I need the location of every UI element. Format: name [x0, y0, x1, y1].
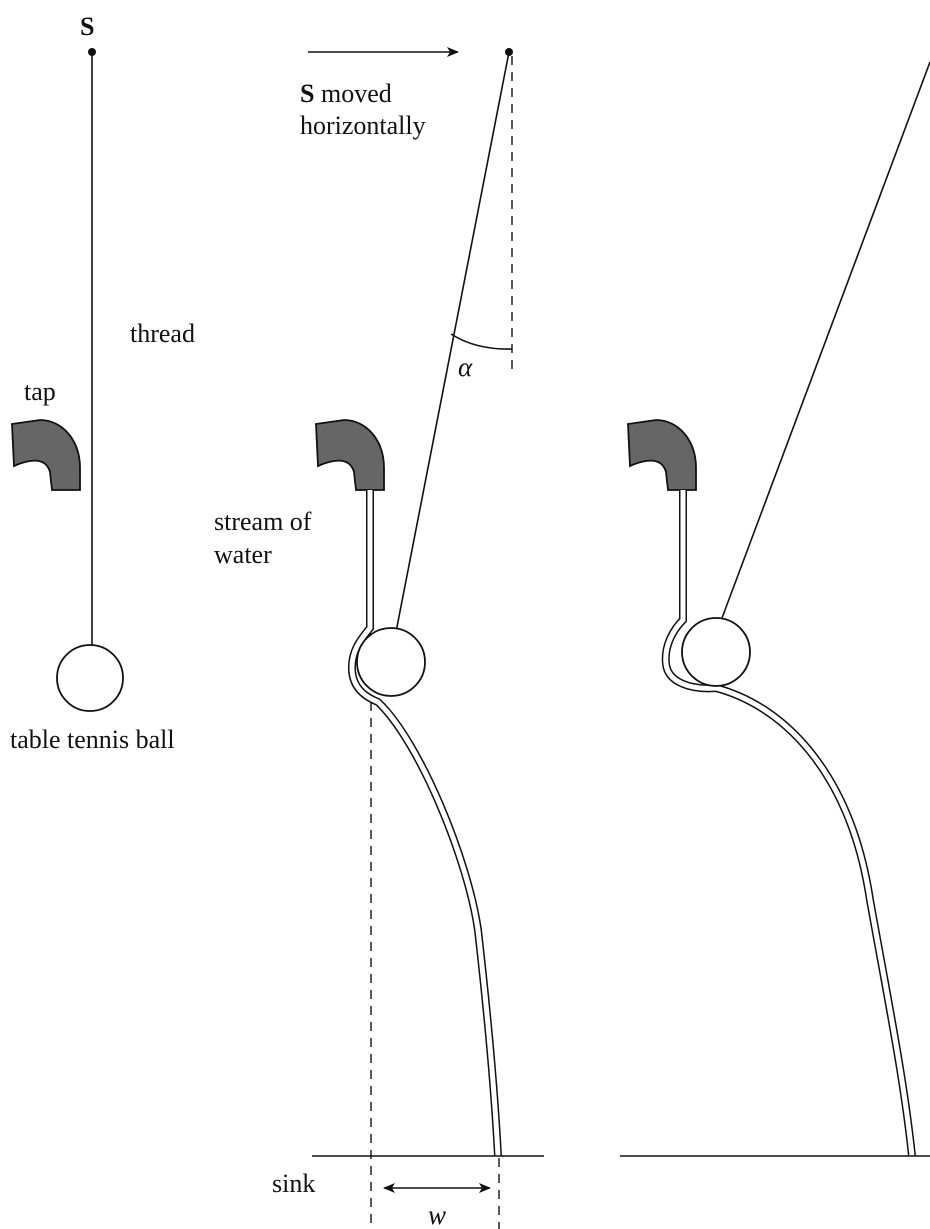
panel-deflected: S moved horizontally α stream of water s… [214, 47, 544, 1229]
panel-far-deflected [620, 61, 930, 1157]
stream-label-line1: stream of [214, 507, 312, 536]
thread-far-tilted [721, 61, 930, 619]
water-stream-core [349, 490, 501, 1157]
water-stream [661, 490, 916, 1157]
thread-label: thread [130, 319, 195, 348]
moved-label-s: S [300, 79, 314, 108]
tap-icon [627, 419, 697, 491]
deflection-label: w [428, 1200, 446, 1229]
water-stream-outline [661, 490, 916, 1157]
table-tennis-ball [56, 644, 124, 712]
angle-arc [450, 333, 513, 350]
tap-label: tap [24, 377, 56, 406]
angle-label: α [458, 352, 473, 382]
water-stream-core [663, 490, 915, 1157]
moved-label-line2: horizontally [300, 111, 426, 140]
table-tennis-ball [356, 627, 426, 697]
thread-tilted [395, 51, 510, 633]
sink-label: sink [272, 1169, 315, 1198]
panel-initial: S thread tap table tennis ball [10, 12, 195, 754]
moved-label-line1: S moved [300, 79, 392, 108]
tap-icon [11, 419, 81, 491]
ball-label: table tennis ball [10, 725, 175, 754]
water-stream-outline [347, 490, 502, 1157]
moved-label-rest: moved [314, 79, 391, 108]
stream-label-line2: water [214, 540, 272, 569]
table-tennis-ball [681, 617, 751, 687]
support-label: S [80, 12, 94, 41]
tap-icon [315, 419, 385, 491]
water-stream [347, 490, 502, 1157]
